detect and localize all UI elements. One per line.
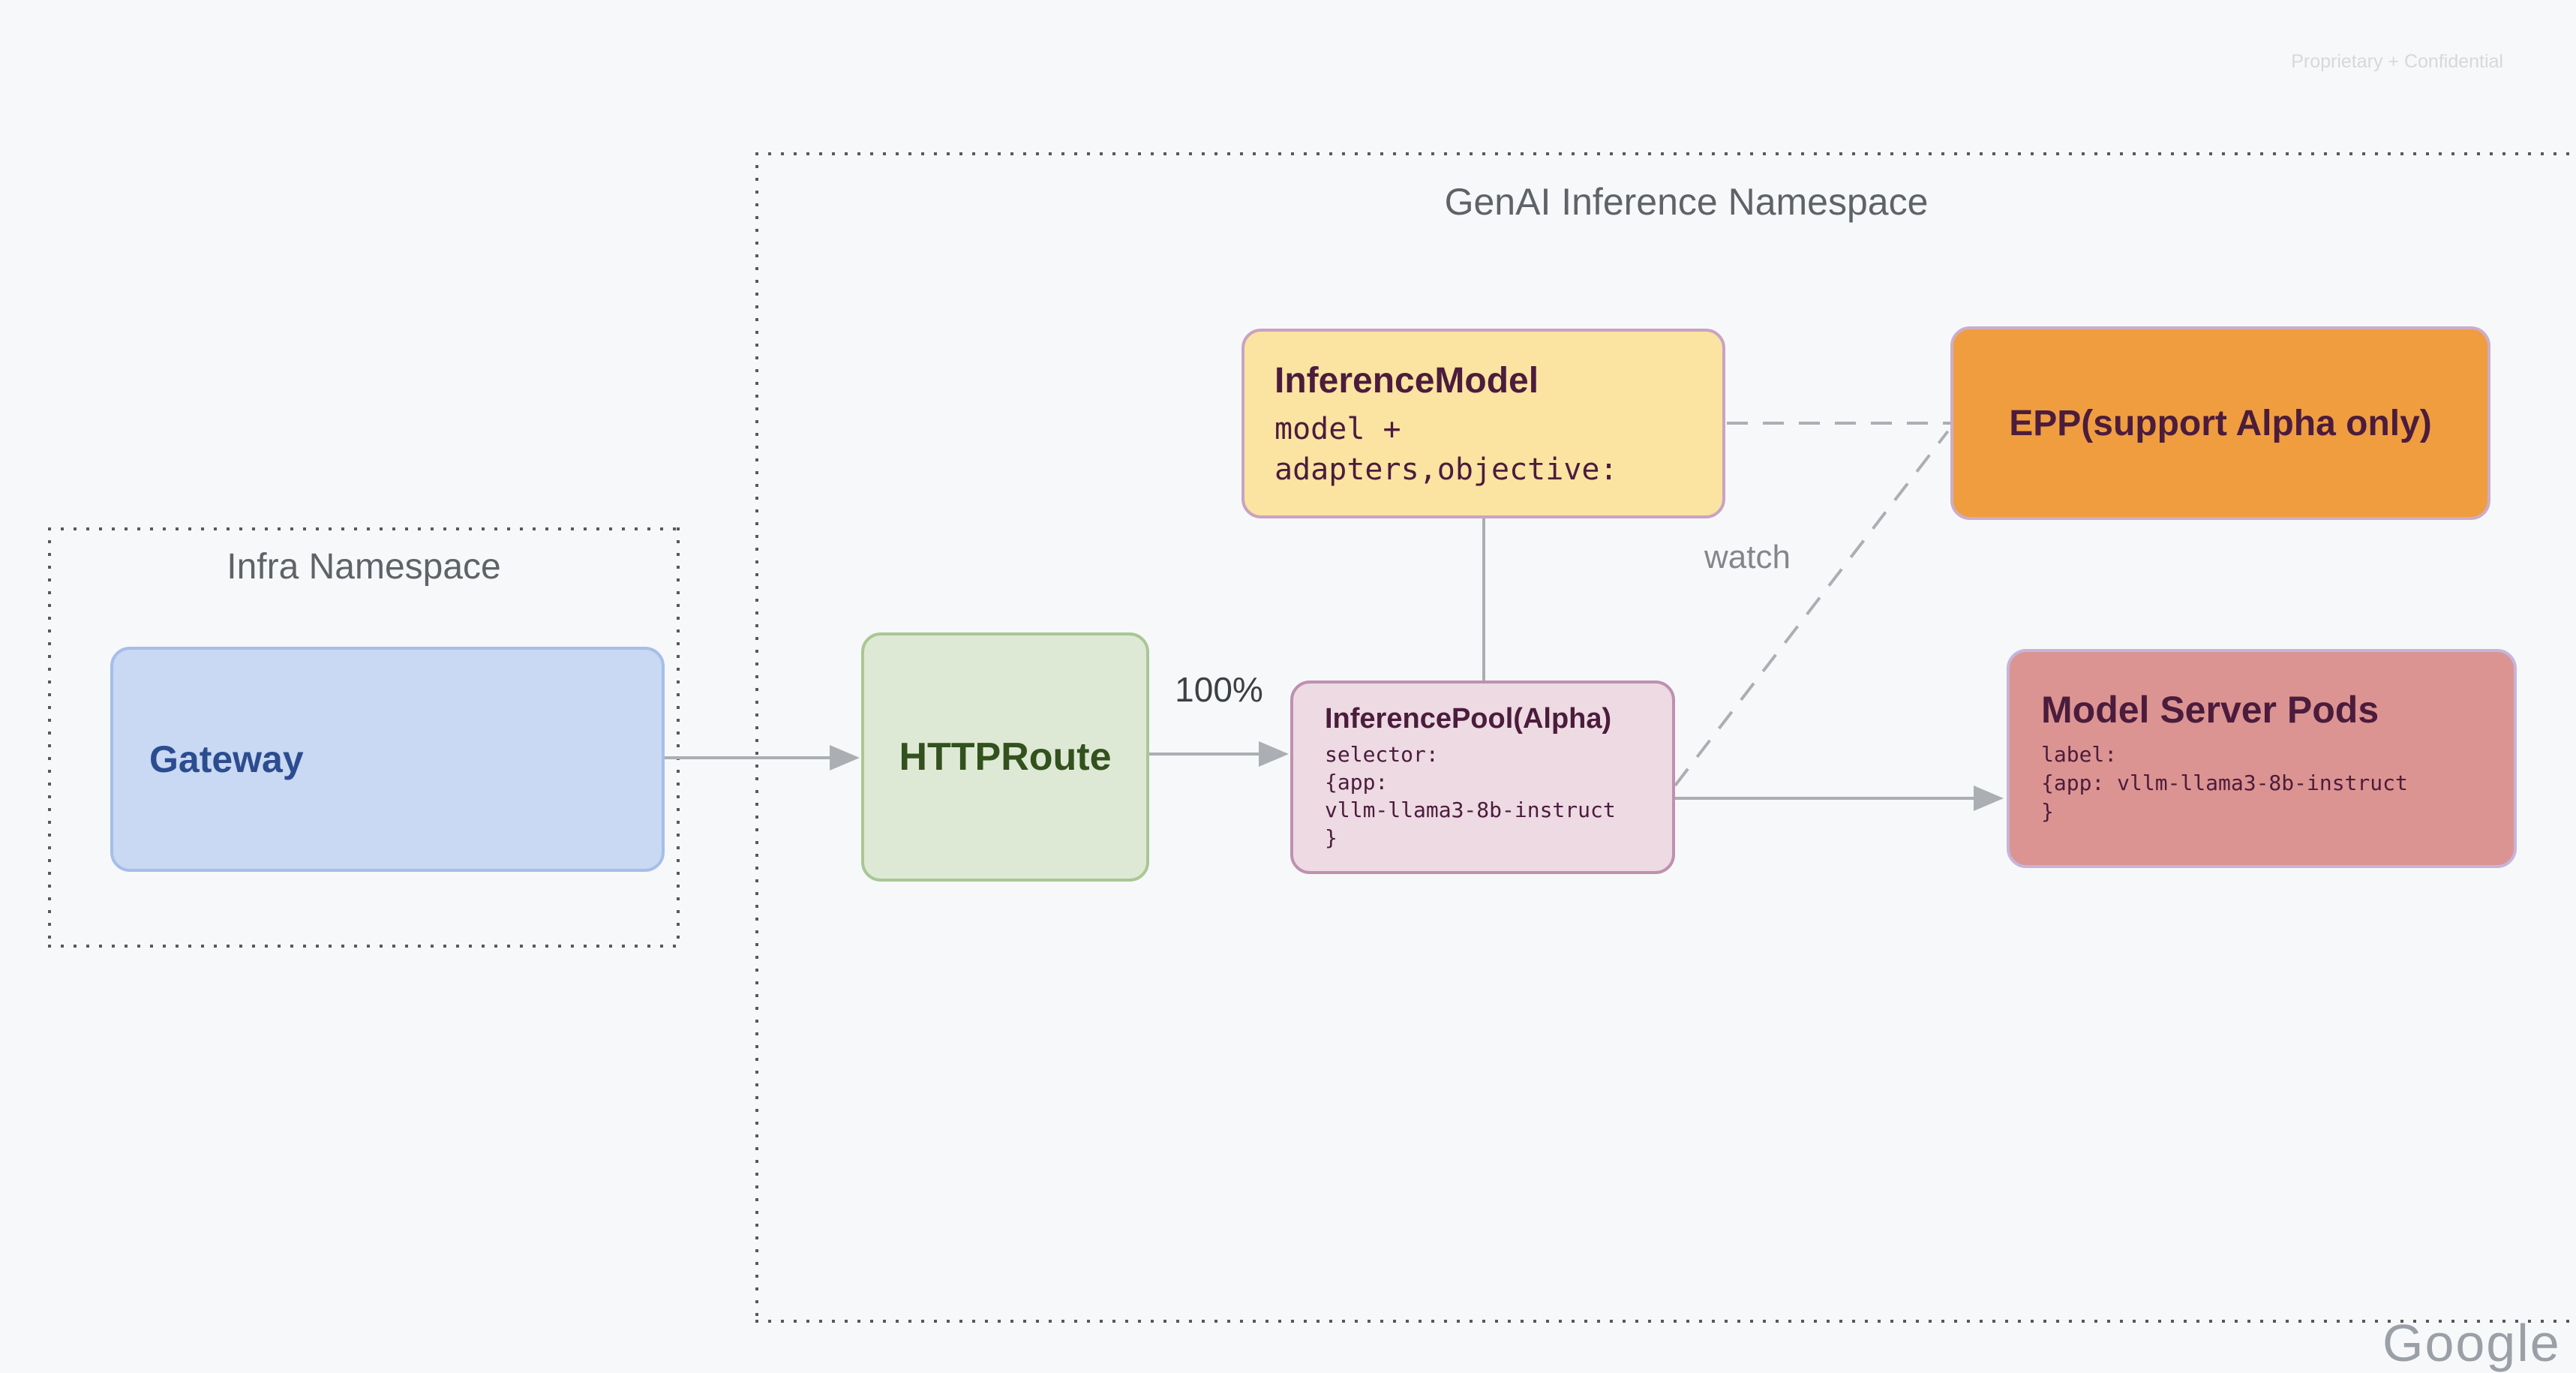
inference-model-title: InferenceModel xyxy=(1274,361,1539,401)
inference-pool-spec-line: vllm-llama3-8b-instruct xyxy=(1325,797,1616,822)
edge-inferencepool-to-modelserverpods xyxy=(1675,797,1977,800)
epp-node: EPP(support Alpha only) xyxy=(1950,326,2490,520)
inference-pool-spec-line: {app: xyxy=(1325,769,1389,795)
httproute-title: HTTPRoute xyxy=(899,735,1112,779)
model-server-pods-spec-line: {app: vllm-llama3-8b-instruct xyxy=(2041,770,2408,795)
model-server-pods-title: Model Server Pods xyxy=(2041,689,2379,731)
inference-pool-spec-line: } xyxy=(1325,825,1338,850)
edge-label-watch: watch xyxy=(1704,539,1791,575)
infra-namespace-title: Infra Namespace xyxy=(227,547,501,587)
inference-model-spec-line: model + xyxy=(1274,412,1401,446)
epp-title: EPP(support Alpha only) xyxy=(2009,403,2432,443)
edge-inferencemodel-to-inferencepool xyxy=(1482,518,1485,682)
edge-inferencemodel-to-epp-dashed xyxy=(1727,422,1950,425)
arrowhead-inferencepool-to-modelserverpods xyxy=(1974,786,2004,811)
inference-pool-title: InferencePool(Alpha) xyxy=(1325,703,1612,735)
edge-gateway-to-httproute xyxy=(665,756,831,759)
inference-pool-spec-line: selector: xyxy=(1325,742,1439,767)
arrowhead-gateway-to-httproute xyxy=(830,745,860,771)
inference-model-node: InferenceModel model + adapters,objectiv… xyxy=(1241,329,1725,518)
model-server-pods-spec-line: label: xyxy=(2041,742,2118,767)
genai-inference-namespace-title: GenAI Inference Namespace xyxy=(1444,181,1929,223)
confidential-watermark: Proprietary + Confidential xyxy=(2291,51,2503,72)
arrowhead-httproute-to-inferencepool xyxy=(1259,741,1289,767)
google-logo-partial: Google xyxy=(2382,1314,2561,1372)
model-server-pods-node: Model Server Pods label: {app: vllm-llam… xyxy=(2007,649,2517,868)
model-server-pods-spec-line: } xyxy=(2041,798,2054,824)
inference-pool-node: InferencePool(Alpha) selector: {app: vll… xyxy=(1290,680,1675,874)
edge-httproute-to-inferencepool xyxy=(1149,753,1260,756)
gateway-node: Gateway xyxy=(110,647,665,872)
gateway-title: Gateway xyxy=(149,738,304,780)
edge-label-100-percent: 100% xyxy=(1175,670,1263,709)
httproute-node: HTTPRoute xyxy=(861,632,1149,882)
inference-model-spec-line: adapters,objective: xyxy=(1274,452,1618,487)
